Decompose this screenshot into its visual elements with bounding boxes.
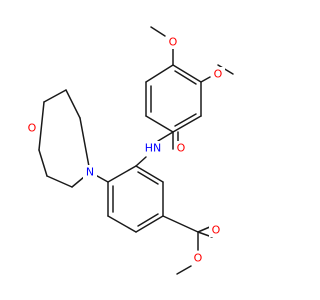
atom-label: N [86, 166, 94, 179]
bond [38, 149, 48, 177]
atom-o-ester-single: O [191, 251, 205, 265]
bond [162, 215, 199, 233]
atom-label: O [169, 36, 178, 49]
bond [176, 265, 192, 275]
bond [107, 215, 137, 233]
bonds [38, 26, 234, 275]
bond [200, 76, 211, 83]
bond [107, 165, 137, 183]
bond [217, 64, 234, 75]
bond [145, 64, 174, 83]
bond [157, 131, 174, 142]
atom-o-methoxy-meta: O [211, 67, 225, 81]
atom-label: O [194, 252, 203, 265]
atom-o-amide: O [174, 141, 188, 155]
atom-nh-amide: HN [143, 141, 163, 155]
atom-o-methoxy-para: O [166, 35, 180, 49]
bond [150, 26, 166, 37]
bond [135, 165, 164, 183]
molecule-structure: O O HN O N O O O [25, 26, 234, 275]
atom-label: O [177, 142, 186, 155]
atom-labels: O O HN O N O O O [25, 35, 225, 265]
bond [137, 213, 159, 227]
bond [172, 115, 202, 133]
bond [46, 175, 73, 188]
bond [43, 89, 67, 103]
bond [38, 101, 45, 151]
bond [172, 64, 202, 83]
atom-label: O [214, 68, 223, 81]
bond [135, 156, 147, 167]
atom-o-ester-carbonyl: O [209, 223, 223, 237]
atom-label: O [212, 224, 221, 237]
bond [137, 171, 159, 185]
bond [135, 215, 164, 233]
atom-o-morpholine: O [25, 121, 39, 135]
bond [145, 115, 174, 133]
atom-n-morpholine: N [83, 165, 97, 179]
bond [174, 113, 197, 127]
bond [79, 117, 91, 173]
molecule-canvas: O O HN O N O O O [25, 26, 234, 275]
bond [65, 89, 81, 119]
atom-label: HN [145, 142, 162, 155]
bond [174, 70, 197, 85]
atom-label: O [28, 122, 37, 135]
